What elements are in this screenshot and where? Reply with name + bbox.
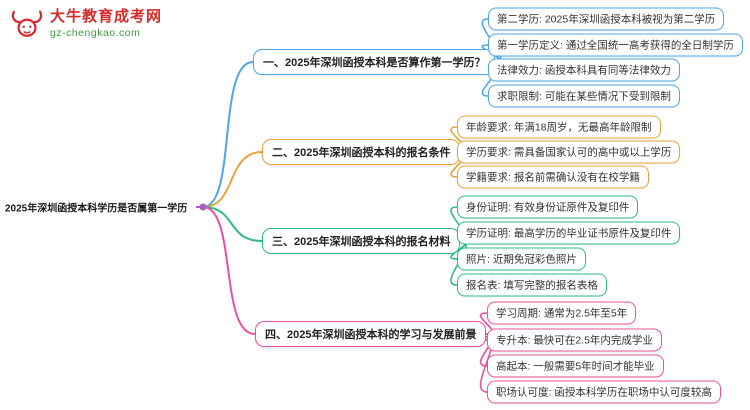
leaf-node: 求职限制: 可能在某些情况下受到限制 bbox=[488, 84, 680, 108]
branch-node: 四、2025年深圳函授本科的学习与发展前景 bbox=[255, 321, 487, 347]
leaf-node: 高起本: 一般需要5年时间才能毕业 bbox=[487, 354, 664, 378]
site-logo[interactable]: 大牛教育成考网 gz-chengkao.com bbox=[10, 8, 162, 39]
leaf-node: 专升本: 最快可在2.5年内完成学业 bbox=[487, 328, 662, 352]
leaf-node: 年龄要求: 年满18周岁，无最高年龄限制 bbox=[457, 115, 661, 139]
logo-title: 大牛教育成考网 bbox=[50, 8, 163, 25]
leaf-node: 照片: 近期免冠彩色照片 bbox=[457, 247, 586, 271]
branch-node: 一、2025年深圳函授本科是否算作第一学历？ bbox=[253, 49, 496, 75]
root-node: 2025年深圳函授本科学历是否属第一学历 bbox=[5, 203, 188, 215]
leaf-node: 学籍要求: 报名前需确认没有在校学籍 bbox=[457, 165, 649, 189]
leaf-node: 身份证明: 有效身份证原件及复印件 bbox=[457, 195, 639, 219]
leaf-node: 学历要求: 需具备国家认可的高中或以上学历 bbox=[457, 140, 681, 164]
leaf-node: 学习周期: 通常为2.5年至5年 bbox=[487, 301, 637, 325]
leaf-node: 第一学历定义: 通过全国统一高考获得的全日制学历 bbox=[488, 33, 743, 57]
leaf-node: 职场认可度: 函授本科学历在职场中认可度较高 bbox=[487, 380, 721, 404]
leaf-node: 法律效力: 函授本科具有同等法律效力 bbox=[488, 58, 680, 82]
leaf-node: 报名表: 填写完整的报名表格 bbox=[457, 273, 607, 297]
branch-node: 二、2025年深圳函授本科的报名条件 bbox=[262, 139, 461, 165]
branch-node: 三、2025年深圳函授本科的报名材料 bbox=[262, 228, 461, 254]
logo-subtitle: gz-chengkao.com bbox=[50, 27, 141, 40]
bull-icon bbox=[11, 10, 43, 37]
leaf-node: 第二学历: 2025年深圳函授本科被视为第二学历 bbox=[488, 7, 725, 31]
leaf-node: 学历证明: 最高学历的毕业证书原件及复印件 bbox=[457, 221, 681, 245]
logo-text: 大牛教育成考网 gz-chengkao.com bbox=[50, 8, 162, 39]
